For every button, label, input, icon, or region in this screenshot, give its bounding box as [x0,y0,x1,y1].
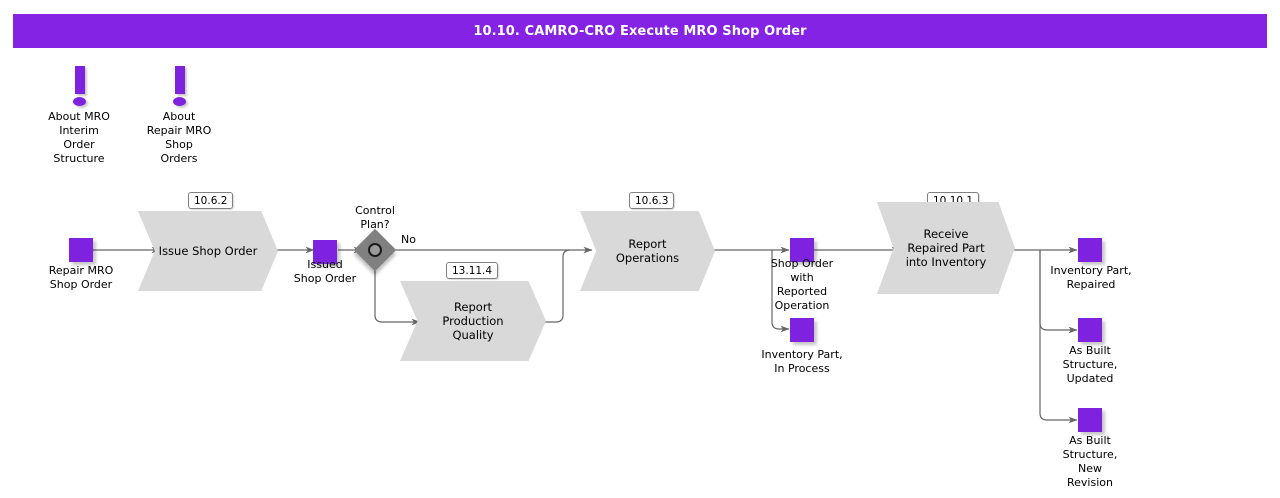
dataobject-issued-shop-order[interactable] [313,240,337,264]
edge-report-production-quality-to-main [545,249,571,323]
note-about-repair-mro-shop-orders[interactable]: About Repair MRO Shop Orders [134,66,224,166]
activity-issue-shop-order[interactable]: Issue Shop Order [138,211,278,291]
exclamation-icon [134,66,224,108]
activity-receive-repaired-part-into-inventory[interactable]: Receive Repaired Part into Inventory [877,202,1015,294]
edge-to-as-built-new-revision [1039,250,1078,424]
activity-report-operations[interactable]: Report Operations [580,211,715,291]
dataobject-label: Issued Shop Order [293,258,357,285]
page-title: 10.10. CAMRO-CRO Execute MRO Shop Order [13,14,1267,48]
dataobject-label: As Built Structure, New Revision [1062,434,1118,489]
dataobject-as-built-structure-updated[interactable] [1078,318,1102,342]
dataobject-label: Inventory Part, Repaired [1050,264,1132,291]
activity-label: Issue Shop Order [158,244,258,258]
activity-badge-report-production-quality[interactable]: 13.11.4 [446,262,499,279]
dataobject-label: Shop Order with Reported Operation [770,257,834,312]
note-label: About MRO Interim Order Structure [48,110,110,165]
activity-badge-issue-shop-order[interactable]: 10.6.2 [188,192,234,209]
activity-label: Receive Repaired Part into Inventory [905,227,987,269]
edge-to-inventory-part-in-process [771,250,790,333]
activity-badge-report-operations[interactable]: 10.6.3 [629,192,675,209]
dataobject-inventory-part-in-process[interactable] [790,318,814,342]
control-plan-decision[interactable] [353,228,397,272]
activity-label: Report Production Quality [442,300,504,342]
chevron-shape [138,211,278,291]
dataobject-label: Repair MRO Shop Order [48,264,114,291]
edge-decision-to-report-production-quality [374,265,421,326]
dataobject-label: As Built Structure, Updated [1062,344,1118,385]
dataobject-repair-mro-shop-order[interactable] [69,238,93,262]
decision-ring-icon [368,243,382,257]
decision-label: Control Plan? [355,204,395,231]
note-about-mro-interim-order-structure[interactable]: About MRO Interim Order Structure [34,66,124,166]
dataobject-inventory-part-repaired[interactable] [1078,238,1102,262]
chevron-shape [400,281,546,361]
chevron-shape [877,202,1015,294]
exclamation-icon [34,66,124,108]
dataobject-label: Inventory Part, In Process [761,348,843,375]
edge-label-no: No [401,233,416,246]
activity-report-production-quality[interactable]: Report Production Quality [400,281,546,361]
activity-label: Report Operations [615,237,680,265]
dataobject-shop-order-with-reported-operation[interactable] [790,238,814,262]
note-label: About Repair MRO Shop Orders [146,110,212,165]
dataobject-as-built-structure-new-revision[interactable] [1078,408,1102,432]
chevron-shape [580,211,715,291]
